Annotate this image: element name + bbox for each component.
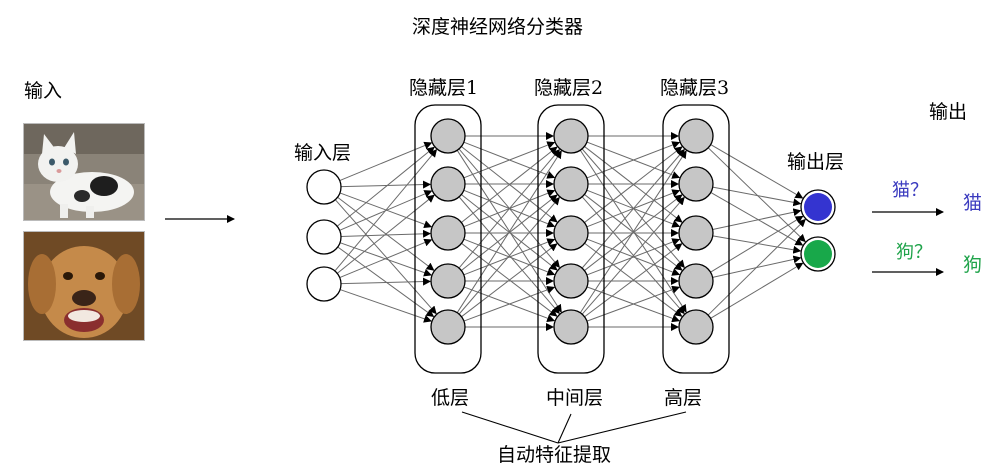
connection-line <box>584 243 683 318</box>
hidden-node <box>678 309 714 345</box>
hidden-layer-1-label: 隐藏层1 <box>409 77 479 99</box>
hidden-node <box>430 309 466 345</box>
connection-line <box>337 246 435 318</box>
high-level-label: 高层 <box>664 387 703 409</box>
input-layer-label: 输入层 <box>294 142 352 164</box>
network-nodes <box>306 118 836 345</box>
feature-extraction-label: 自动特征提取 <box>497 444 612 466</box>
cat-question-label: 猫？ <box>892 180 928 201</box>
hidden-layer-2-label: 隐藏层2 <box>534 77 604 99</box>
dog-question-label: 狗？ <box>896 242 932 263</box>
hidden-node <box>678 215 714 251</box>
cat-answer-label: 猫 <box>963 192 983 214</box>
hidden-node <box>678 263 714 299</box>
hidden-node <box>430 118 466 154</box>
connection-line <box>461 243 558 318</box>
connection-line <box>586 285 681 322</box>
feature-bracket-line <box>461 411 559 444</box>
hidden-layer-2-box <box>537 104 605 374</box>
connection-line <box>712 208 802 230</box>
hidden-node <box>678 118 714 154</box>
connection-line <box>581 148 685 269</box>
output-label: 输出 <box>929 101 968 123</box>
connection-line <box>463 141 556 179</box>
cat-photo-icon <box>23 123 145 221</box>
connection-line <box>463 238 556 276</box>
hidden-layer-3-label: 隐藏层3 <box>660 77 730 99</box>
connection-line <box>336 146 435 227</box>
hidden-node <box>553 309 589 345</box>
hidden-node <box>553 166 589 202</box>
connection-line <box>710 144 804 199</box>
connection-line <box>712 235 802 254</box>
connection-line <box>710 215 804 273</box>
output-node-cat <box>804 193 832 221</box>
hidden-layer-1-box <box>414 104 482 374</box>
connection-line <box>712 186 802 207</box>
connection-line <box>586 238 681 276</box>
connection-line <box>339 238 433 278</box>
connection-line <box>463 286 556 322</box>
connection-line <box>334 199 437 315</box>
connection-line <box>707 218 806 316</box>
connection-line <box>458 196 560 315</box>
connection-line <box>334 149 438 272</box>
connection-line <box>586 141 681 179</box>
connection-line <box>458 148 561 269</box>
connection-line <box>581 196 685 315</box>
connection-line <box>584 146 683 223</box>
hidden-node <box>678 166 714 202</box>
hidden-layer-3-box <box>662 104 730 374</box>
input-node <box>306 219 342 255</box>
feature-bracket-line <box>557 413 572 444</box>
hidden-node <box>553 263 589 299</box>
connection-line <box>336 194 435 274</box>
connection-line <box>461 146 558 223</box>
network-connections <box>334 132 806 331</box>
connection-line <box>710 192 804 246</box>
input-node <box>306 266 342 302</box>
output-node-dog <box>804 240 832 268</box>
mid-level-label: 中间层 <box>546 387 604 409</box>
connection-line <box>710 262 804 319</box>
diagram-title: 深度神经网络分类器 <box>412 16 584 38</box>
connection-line <box>339 141 433 181</box>
connection-line <box>707 147 806 243</box>
hidden-node <box>430 263 466 299</box>
input-node <box>306 169 342 205</box>
connection-line <box>579 150 687 314</box>
low-level-label: 低层 <box>431 387 470 409</box>
input-label: 输入 <box>24 80 63 102</box>
dog-photo-icon <box>23 231 145 341</box>
hidden-node <box>553 215 589 251</box>
connection-line <box>456 150 562 313</box>
dog-answer-label: 狗 <box>963 254 983 276</box>
feature-bracket-line <box>557 411 687 444</box>
hidden-node <box>553 118 589 154</box>
hidden-node <box>430 166 466 202</box>
output-layer-label: 输出层 <box>787 151 845 173</box>
hidden-node <box>430 215 466 251</box>
hidden-layer-brackets <box>414 104 730 374</box>
connection-line <box>339 289 432 323</box>
